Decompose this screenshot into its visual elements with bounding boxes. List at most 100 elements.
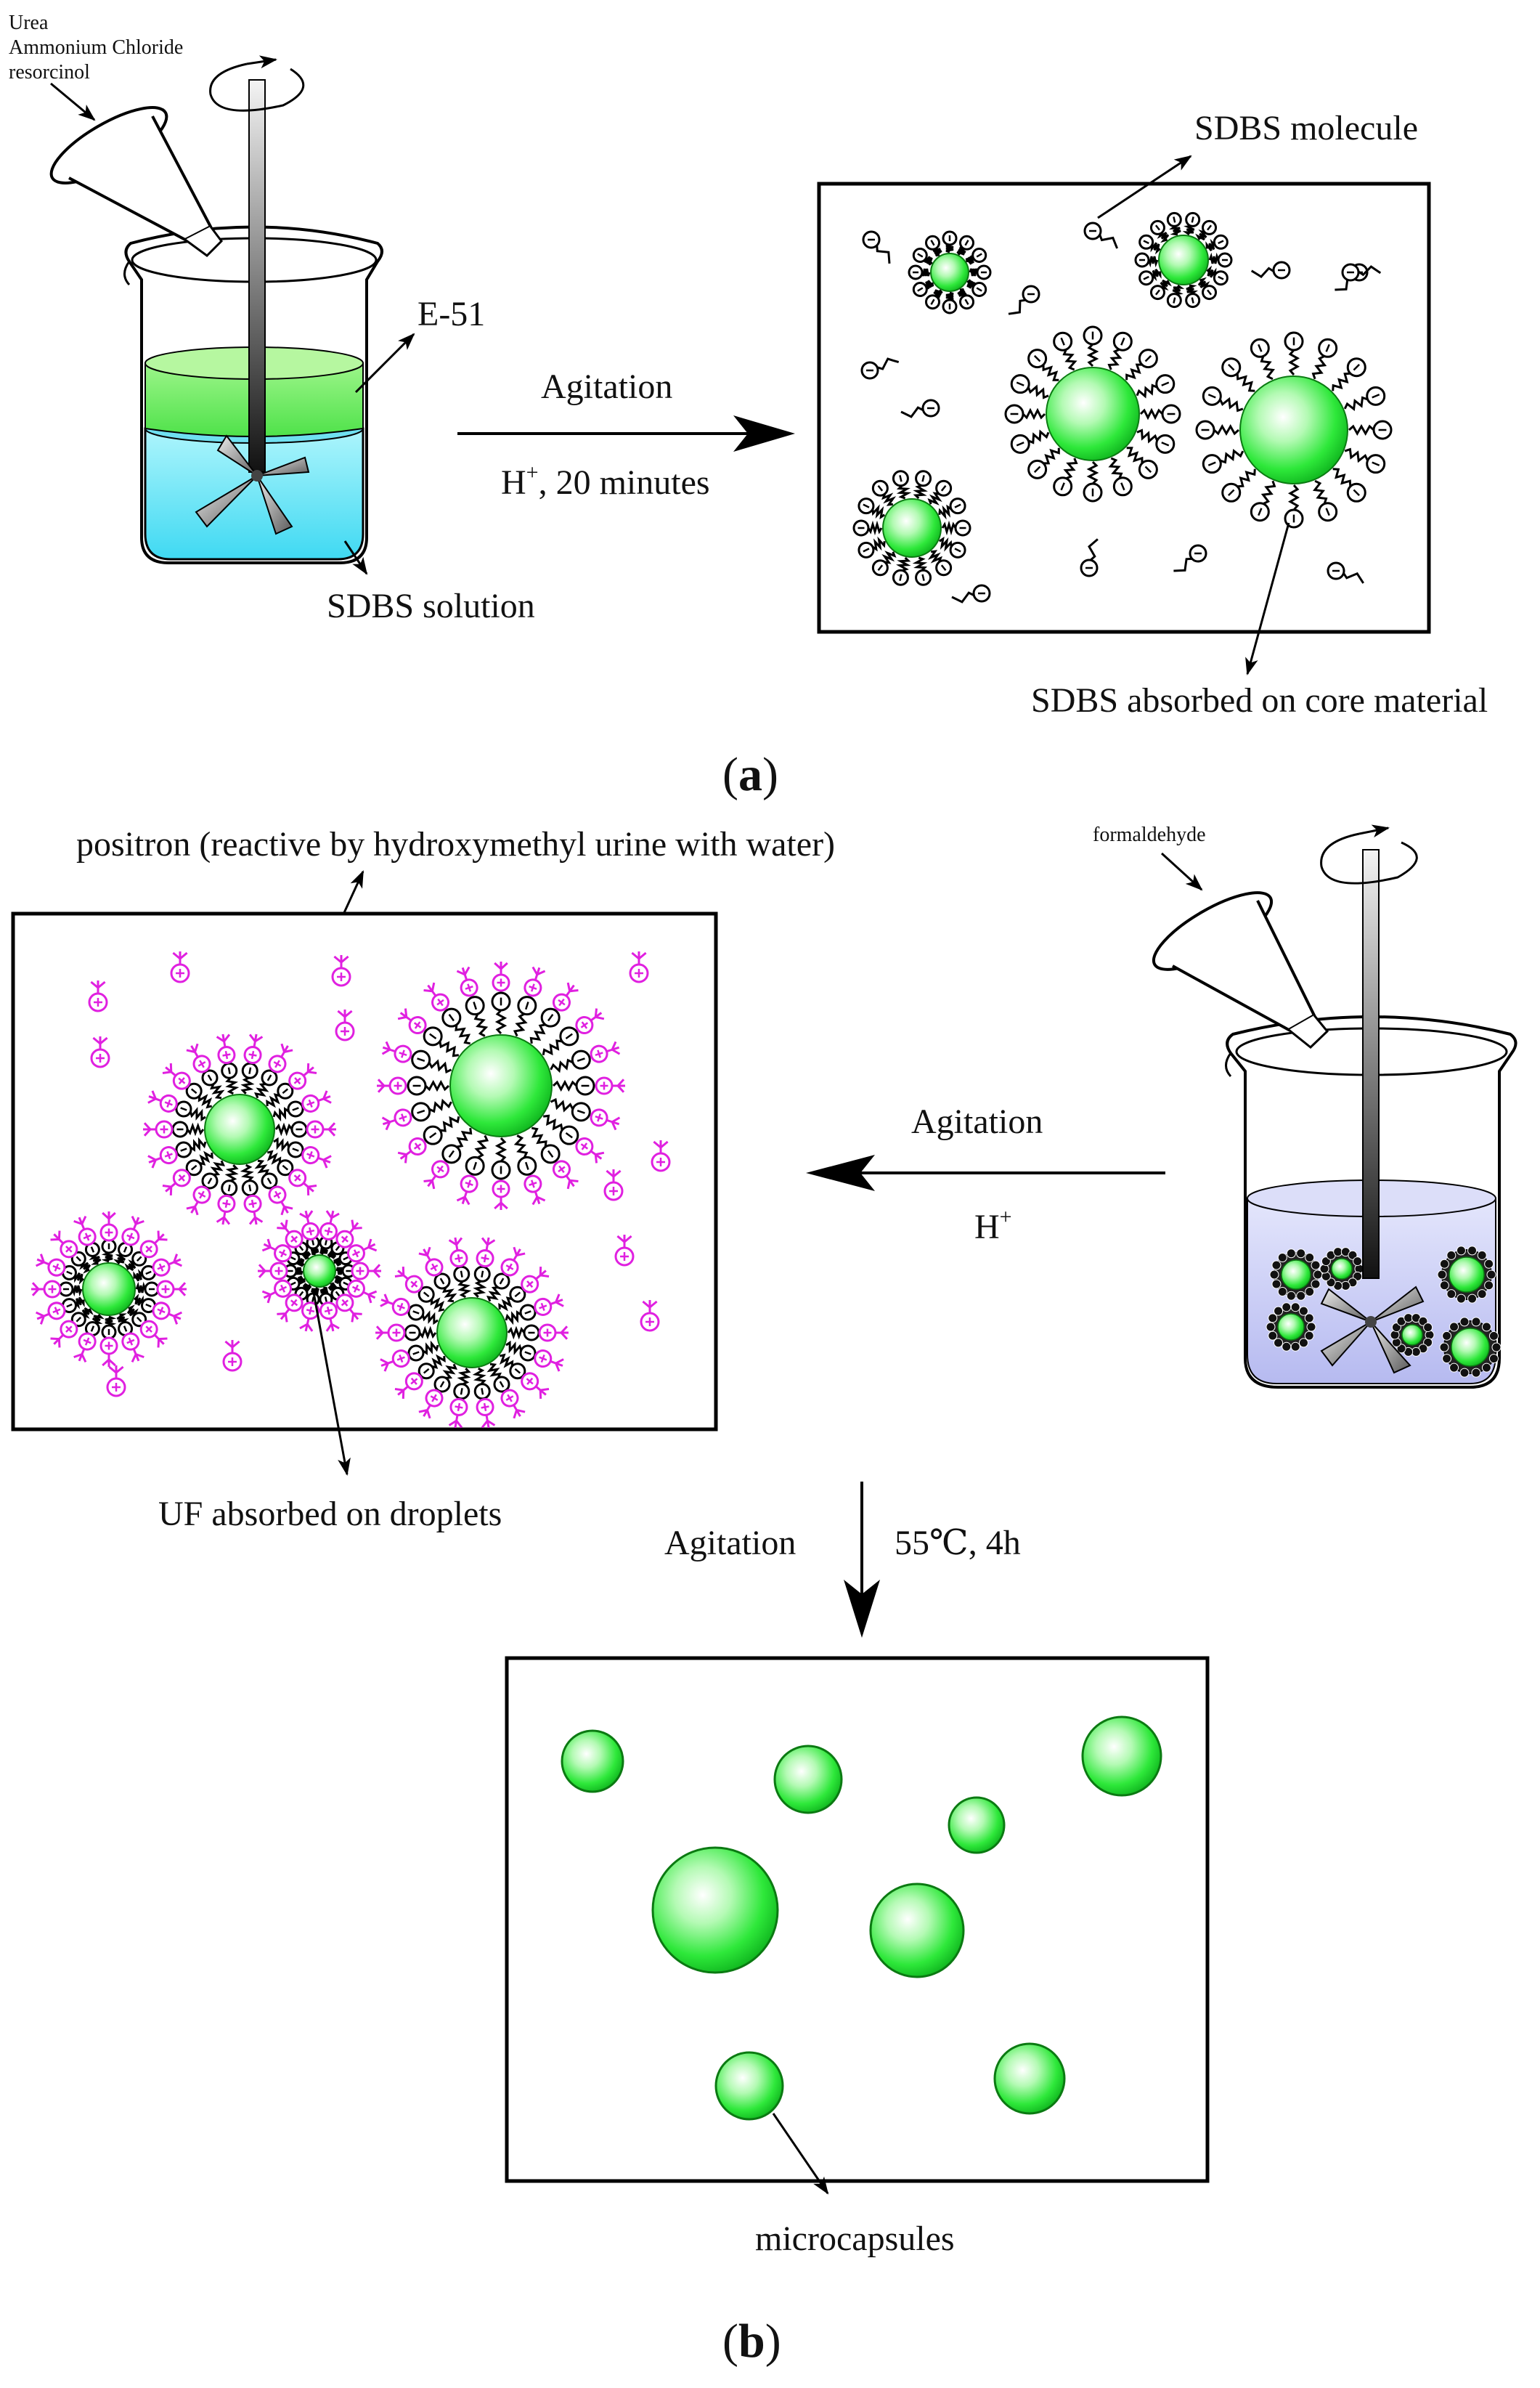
- positron-ion-icon: [186, 1043, 211, 1073]
- surfactant-molecule-icon: [1195, 219, 1218, 241]
- coated-droplet: [1269, 1248, 1323, 1301]
- positron-ion-icon: [394, 1266, 423, 1294]
- sdbs-solution-label: SDBS solution: [327, 587, 535, 625]
- surfactant-molecule-icon: [1195, 420, 1239, 440]
- coated-droplet: [1437, 1246, 1496, 1304]
- positron-ion-icon: [590, 1041, 621, 1063]
- microcapsule: [714, 2051, 784, 2121]
- surfactant-molecule-icon: [221, 1164, 239, 1197]
- positron-label: positron (reactive by hydroxymethyl urin…: [76, 825, 835, 864]
- microcapsules-label: microcapsules: [755, 2220, 955, 2258]
- positron-ion-icon: [299, 1210, 320, 1240]
- surfactant-molecule-icon: [1182, 211, 1201, 236]
- surfactant-molecule-icon: [1173, 544, 1207, 572]
- surfactant-molecule-icon: [965, 248, 987, 265]
- positron-ion-icon: [35, 1301, 66, 1325]
- positron-ion-icon: [99, 1211, 118, 1242]
- surfactant-molecule-icon: [956, 235, 974, 256]
- surfactant-molecule-icon: [411, 1098, 452, 1122]
- positron-ion-icon: [500, 1389, 526, 1419]
- microcapsule: [651, 1846, 779, 1974]
- surfactant-molecule-icon: [1202, 386, 1244, 413]
- rotation-arrow-icon: [209, 55, 305, 112]
- surfactant-molecule-icon: [862, 230, 891, 264]
- surfactant-molecule-icon: [433, 1363, 457, 1393]
- surfactant-molecule-icon: [1344, 447, 1386, 474]
- surfactant-molecule-icon: [938, 536, 966, 559]
- core-droplet: [436, 1297, 508, 1368]
- reagent-ammonium-chloride: Ammonium Chloride: [9, 36, 183, 59]
- positron-ion-icon: [152, 1254, 183, 1277]
- surfactant-molecule-icon: [860, 357, 900, 380]
- positron-ion-icon: [335, 1219, 362, 1248]
- surfactant-molecule-icon: [1312, 479, 1338, 522]
- surfactant-molecule-icon: [912, 280, 934, 297]
- surfactant-molecule-icon: [417, 1354, 446, 1380]
- positron-ion-icon: [476, 1397, 496, 1429]
- surfactant-molecule-icon: [1327, 561, 1364, 584]
- surfactant-molecule-icon: [913, 470, 932, 500]
- positron-ion-icon: [423, 982, 450, 1012]
- positron-ion-icon: [614, 1235, 635, 1267]
- positron-ion-icon: [243, 1033, 264, 1065]
- surfactant-molecule-icon: [857, 497, 886, 520]
- surfactant-molecule-icon: [499, 1353, 526, 1380]
- surfactant-molecule-icon: [491, 991, 511, 1035]
- surfactant-molecule-icon: [1134, 252, 1159, 268]
- surfactant-molecule-icon: [1053, 458, 1078, 497]
- surfactant-molecule-icon: [505, 1304, 537, 1325]
- panel-a: Urea Ammonium Chloride resorcinol E-51 S…: [9, 12, 1488, 801]
- surfactant-molecule-icon: [857, 536, 886, 559]
- positron-ion-icon: [380, 1294, 410, 1316]
- surfactant-molecule-icon: [1053, 331, 1077, 371]
- positron-ion-icon: [534, 1294, 564, 1316]
- positron-ion-icon: [575, 1137, 605, 1163]
- surfactant-molecule-icon: [1008, 285, 1040, 315]
- positron-ion-icon: [456, 966, 478, 997]
- surfactant-molecule-icon: [1197, 277, 1218, 301]
- positron-ion-icon: [106, 1365, 126, 1397]
- positron-ion-icon: [319, 1301, 340, 1332]
- process-arrow-a: Agitation H+, 20 minutes: [457, 367, 795, 502]
- surfactant-molecule-icon: [1332, 468, 1366, 503]
- surfactant-molecule-icon: [1136, 374, 1176, 399]
- positron-ion-icon: [50, 1230, 78, 1259]
- surfactant-molecule-icon: [1348, 420, 1393, 440]
- surfactant-molecule-icon: [441, 1128, 473, 1164]
- sdbs-molecule-label: SDBS molecule: [1194, 109, 1418, 147]
- positron-ion-icon: [521, 1372, 550, 1400]
- microcapsule: [1081, 1715, 1162, 1797]
- positron-ion-icon: [73, 1215, 97, 1246]
- surfactant-molecule-icon: [1010, 429, 1050, 454]
- positron-ion-icon: [331, 955, 351, 987]
- panel-a-tag: (a): [722, 748, 778, 801]
- beaker-b: [1152, 824, 1517, 1389]
- core-droplet: [1158, 235, 1209, 285]
- positron-ion-icon: [335, 1010, 355, 1041]
- temp-time-label: 55℃, 4h: [895, 1524, 1021, 1562]
- positron-ion-icon: [538, 1323, 569, 1342]
- beaker-b-glass: [1226, 1015, 1517, 1389]
- surfactant-molecule-icon: [266, 1150, 294, 1177]
- microcapsule: [948, 1796, 1006, 1854]
- surfactant-molecule-icon: [1185, 284, 1201, 309]
- surfactant-molecule-icon: [1284, 484, 1304, 529]
- positron-ion-icon: [162, 1169, 191, 1196]
- surfactant-molecule-icon: [411, 1049, 452, 1074]
- reagent-resorcinol: resorcinol: [9, 61, 90, 84]
- surfactant-molecule-icon: [871, 551, 897, 577]
- surfactant-molecule-icon: [266, 1082, 294, 1108]
- surfactant-molecule-icon: [912, 556, 932, 586]
- surfactant-molecule-icon: [892, 470, 912, 500]
- positron-ion-icon: [595, 1076, 625, 1095]
- surfactant-molecule-icon: [1080, 538, 1099, 577]
- surfactant-molecule-icon: [1149, 279, 1172, 301]
- positron-ion-icon: [121, 1215, 144, 1246]
- surfactant-molecule-icon: [925, 235, 942, 257]
- surfactant-molecule-icon: [1202, 448, 1244, 474]
- positron-ion-icon: [380, 1349, 410, 1372]
- surfactant-molecule-icon: [966, 279, 987, 297]
- positron-ion-icon: [456, 1174, 478, 1206]
- positron-ion-icon: [268, 1043, 293, 1073]
- sdbs-absorbed-label: SDBS absorbed on core material: [1031, 681, 1488, 720]
